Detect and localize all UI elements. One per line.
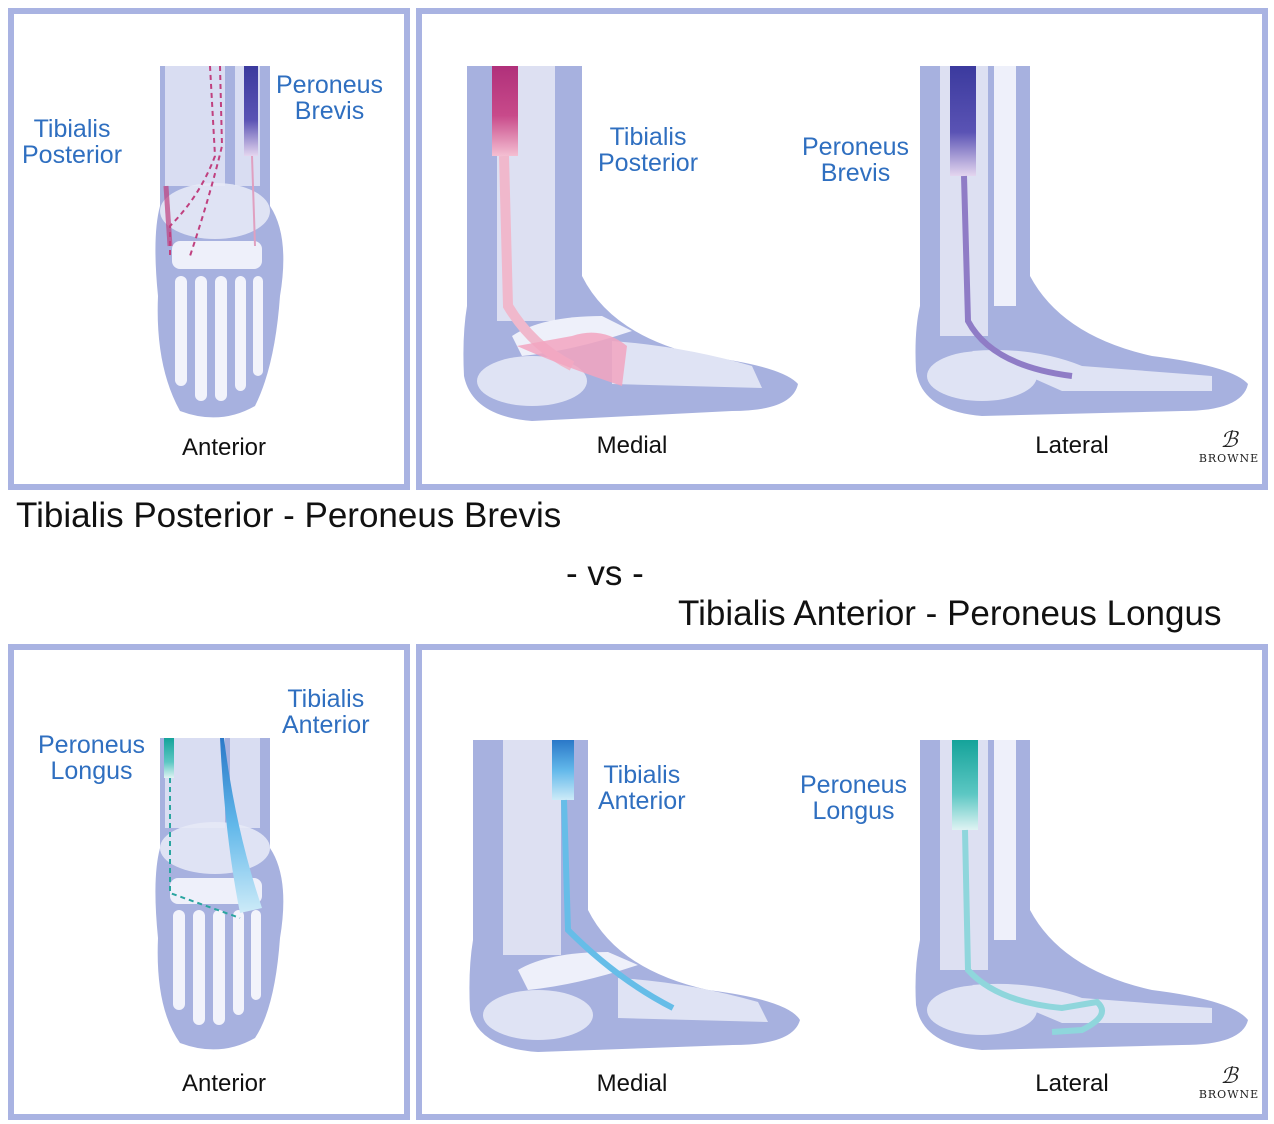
signature-name-bottom: BROWNE <box>1194 1088 1264 1101</box>
anterior-foot-illustration-bottom <box>140 738 300 1058</box>
lateral-foot-illustration-bottom <box>912 740 1257 1060</box>
view-label-medial: Medial <box>532 432 732 460</box>
title-first-pair: Tibialis Posterior - Peroneus Brevis <box>16 496 561 536</box>
artist-signature-bottom: ℬ BROWNE <box>1194 1066 1264 1101</box>
signature-mark: ℬ <box>1194 430 1264 452</box>
signature-mark-bottom: ℬ <box>1194 1066 1264 1088</box>
view-label-medial-bottom: Medial <box>532 1070 732 1098</box>
signature-name: BROWNE <box>1194 452 1264 465</box>
title-second-pair: Tibialis Anterior - Peroneus Longus <box>678 594 1221 634</box>
title-vs: - vs - <box>566 554 644 594</box>
view-label-anterior: Anterior <box>124 434 324 462</box>
view-label-anterior-bottom: Anterior <box>124 1070 324 1098</box>
medial-foot-illustration <box>462 66 807 436</box>
view-label-lateral: Lateral <box>972 432 1172 460</box>
lateral-foot-illustration <box>912 66 1257 426</box>
artist-signature: ℬ BROWNE <box>1194 430 1264 465</box>
view-label-lateral-bottom: Lateral <box>972 1070 1172 1098</box>
